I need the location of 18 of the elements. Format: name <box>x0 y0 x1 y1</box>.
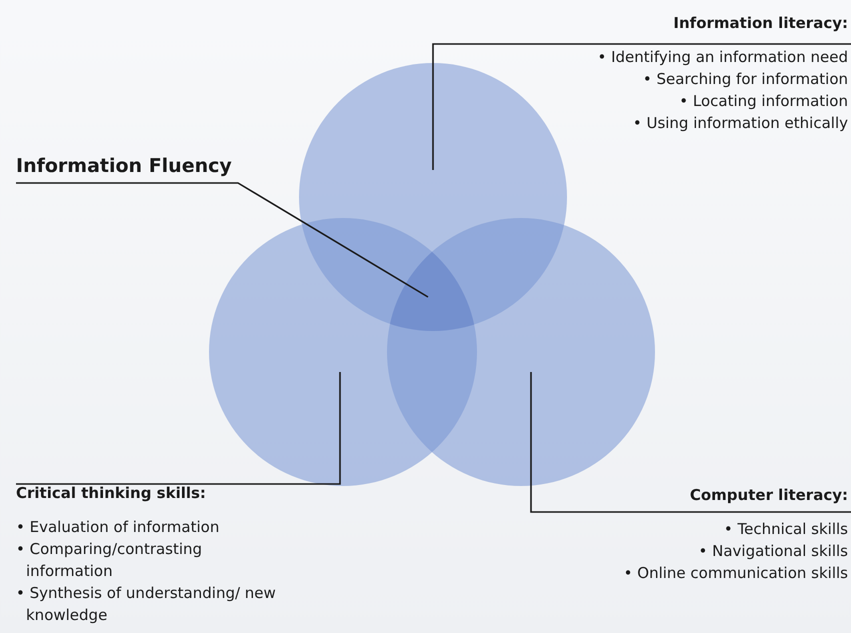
leader-line <box>432 43 851 170</box>
bullet-item: • Technical skills <box>722 519 848 540</box>
bullet-item: • Searching for information <box>642 69 848 90</box>
bullet-item: • Comparing/contrasting information <box>16 539 204 582</box>
bullet-item: • Locating information <box>678 91 848 112</box>
bullet-item: • Using information ethically <box>632 113 848 134</box>
bullet-item: • Online communication skills <box>622 563 848 584</box>
leader-line <box>530 372 851 513</box>
leader-line <box>16 182 428 298</box>
bullet-item: • Identifying an information need <box>596 47 848 68</box>
bullet-item: • Evaluation of information <box>16 517 220 538</box>
callout-label: Information Fluency <box>16 154 233 179</box>
section-heading: Information literacy: <box>672 13 848 34</box>
section-heading: Critical thinking skills: <box>16 483 207 504</box>
bullet-item: • Synthesis of understanding/ new knowledge <box>16 583 276 626</box>
bullet-item: • Navigational skills <box>698 541 848 562</box>
section-heading: Computer literacy: <box>688 485 848 506</box>
leader-line <box>16 372 341 485</box>
